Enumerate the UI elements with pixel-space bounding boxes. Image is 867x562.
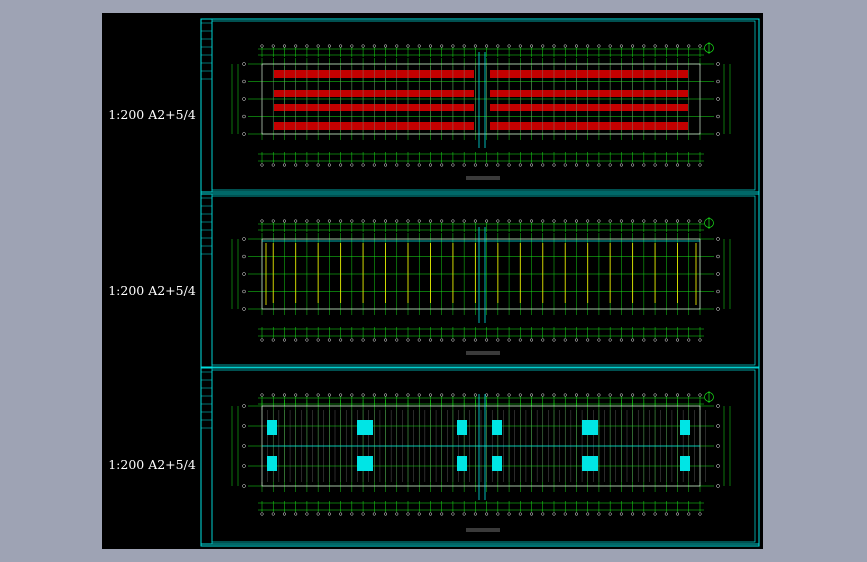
cyan-column-block [582,420,598,435]
cyan-column-block [357,420,373,435]
scale-label-1: 1:200 A2+5/4 [108,107,196,122]
drawing-frame [211,195,756,366]
red-beam-band [274,104,474,111]
sheet-2 [200,193,760,368]
north-arrow-icon [704,42,714,54]
drawing-frame [211,369,756,543]
cyan-column-block [680,420,690,435]
north-arrow-icon [704,217,714,229]
north-arrow-icon [704,391,714,403]
cyan-column-block [457,456,467,471]
cyan-column-block [267,456,277,471]
cyan-column-block [492,456,502,471]
cyan-column-block [492,420,502,435]
red-beam-band [490,90,688,97]
cyan-column-block [267,420,277,435]
red-beam-band [274,122,474,130]
building-outline [261,238,701,310]
red-beam-band [490,104,688,111]
drawing-frame [211,20,756,191]
sheet-3 [200,367,760,545]
cyan-column-block [457,420,467,435]
cyan-column-block [680,456,690,471]
red-beam-band [490,122,688,130]
red-beam-band [274,90,474,97]
sheet-1 [200,18,760,193]
cyan-column-block [582,456,598,471]
scale-label-2: 1:200 A2+5/4 [108,283,196,298]
cyan-column-block [357,456,373,471]
red-beam-band [490,70,688,78]
red-beam-band [274,70,474,78]
scale-label-3: 1:200 A2+5/4 [108,457,196,472]
